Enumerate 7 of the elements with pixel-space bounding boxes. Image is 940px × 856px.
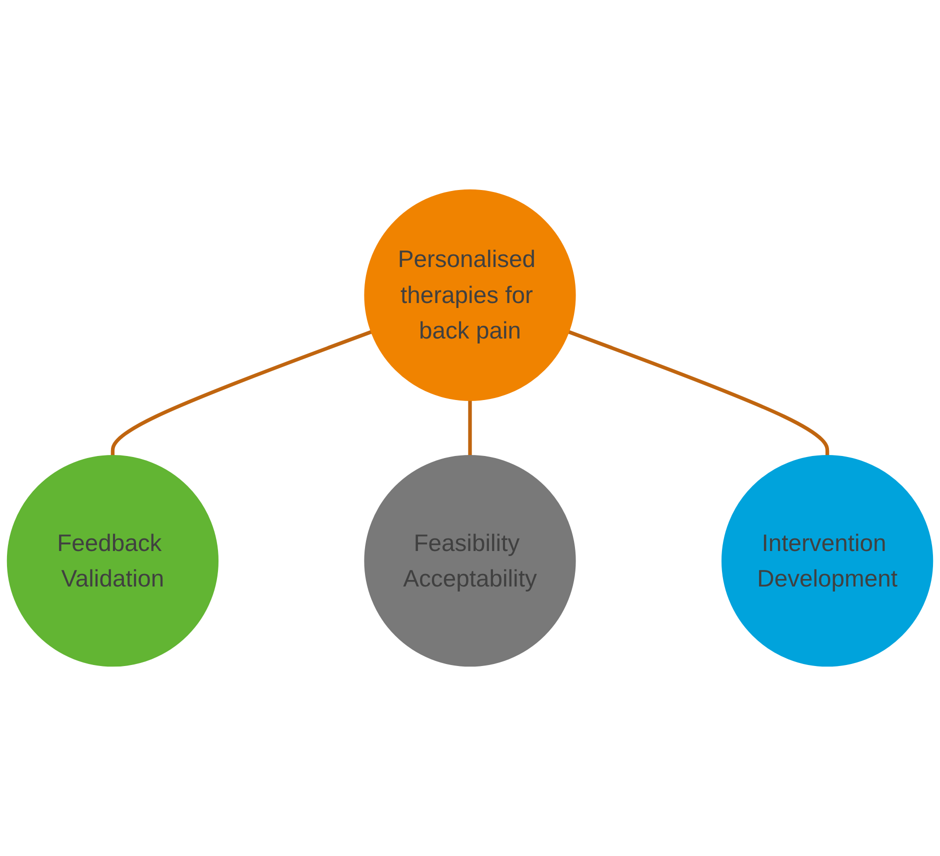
node-circle: Personalised therapies for back pain <box>364 189 576 401</box>
node-circle: Intervention Development <box>722 455 934 667</box>
connector <box>568 330 830 456</box>
node-circle: Feasibility Acceptability <box>364 455 576 667</box>
connector <box>468 400 472 456</box>
node-circle: Feedback Validation <box>6 455 218 667</box>
connector <box>110 330 372 456</box>
